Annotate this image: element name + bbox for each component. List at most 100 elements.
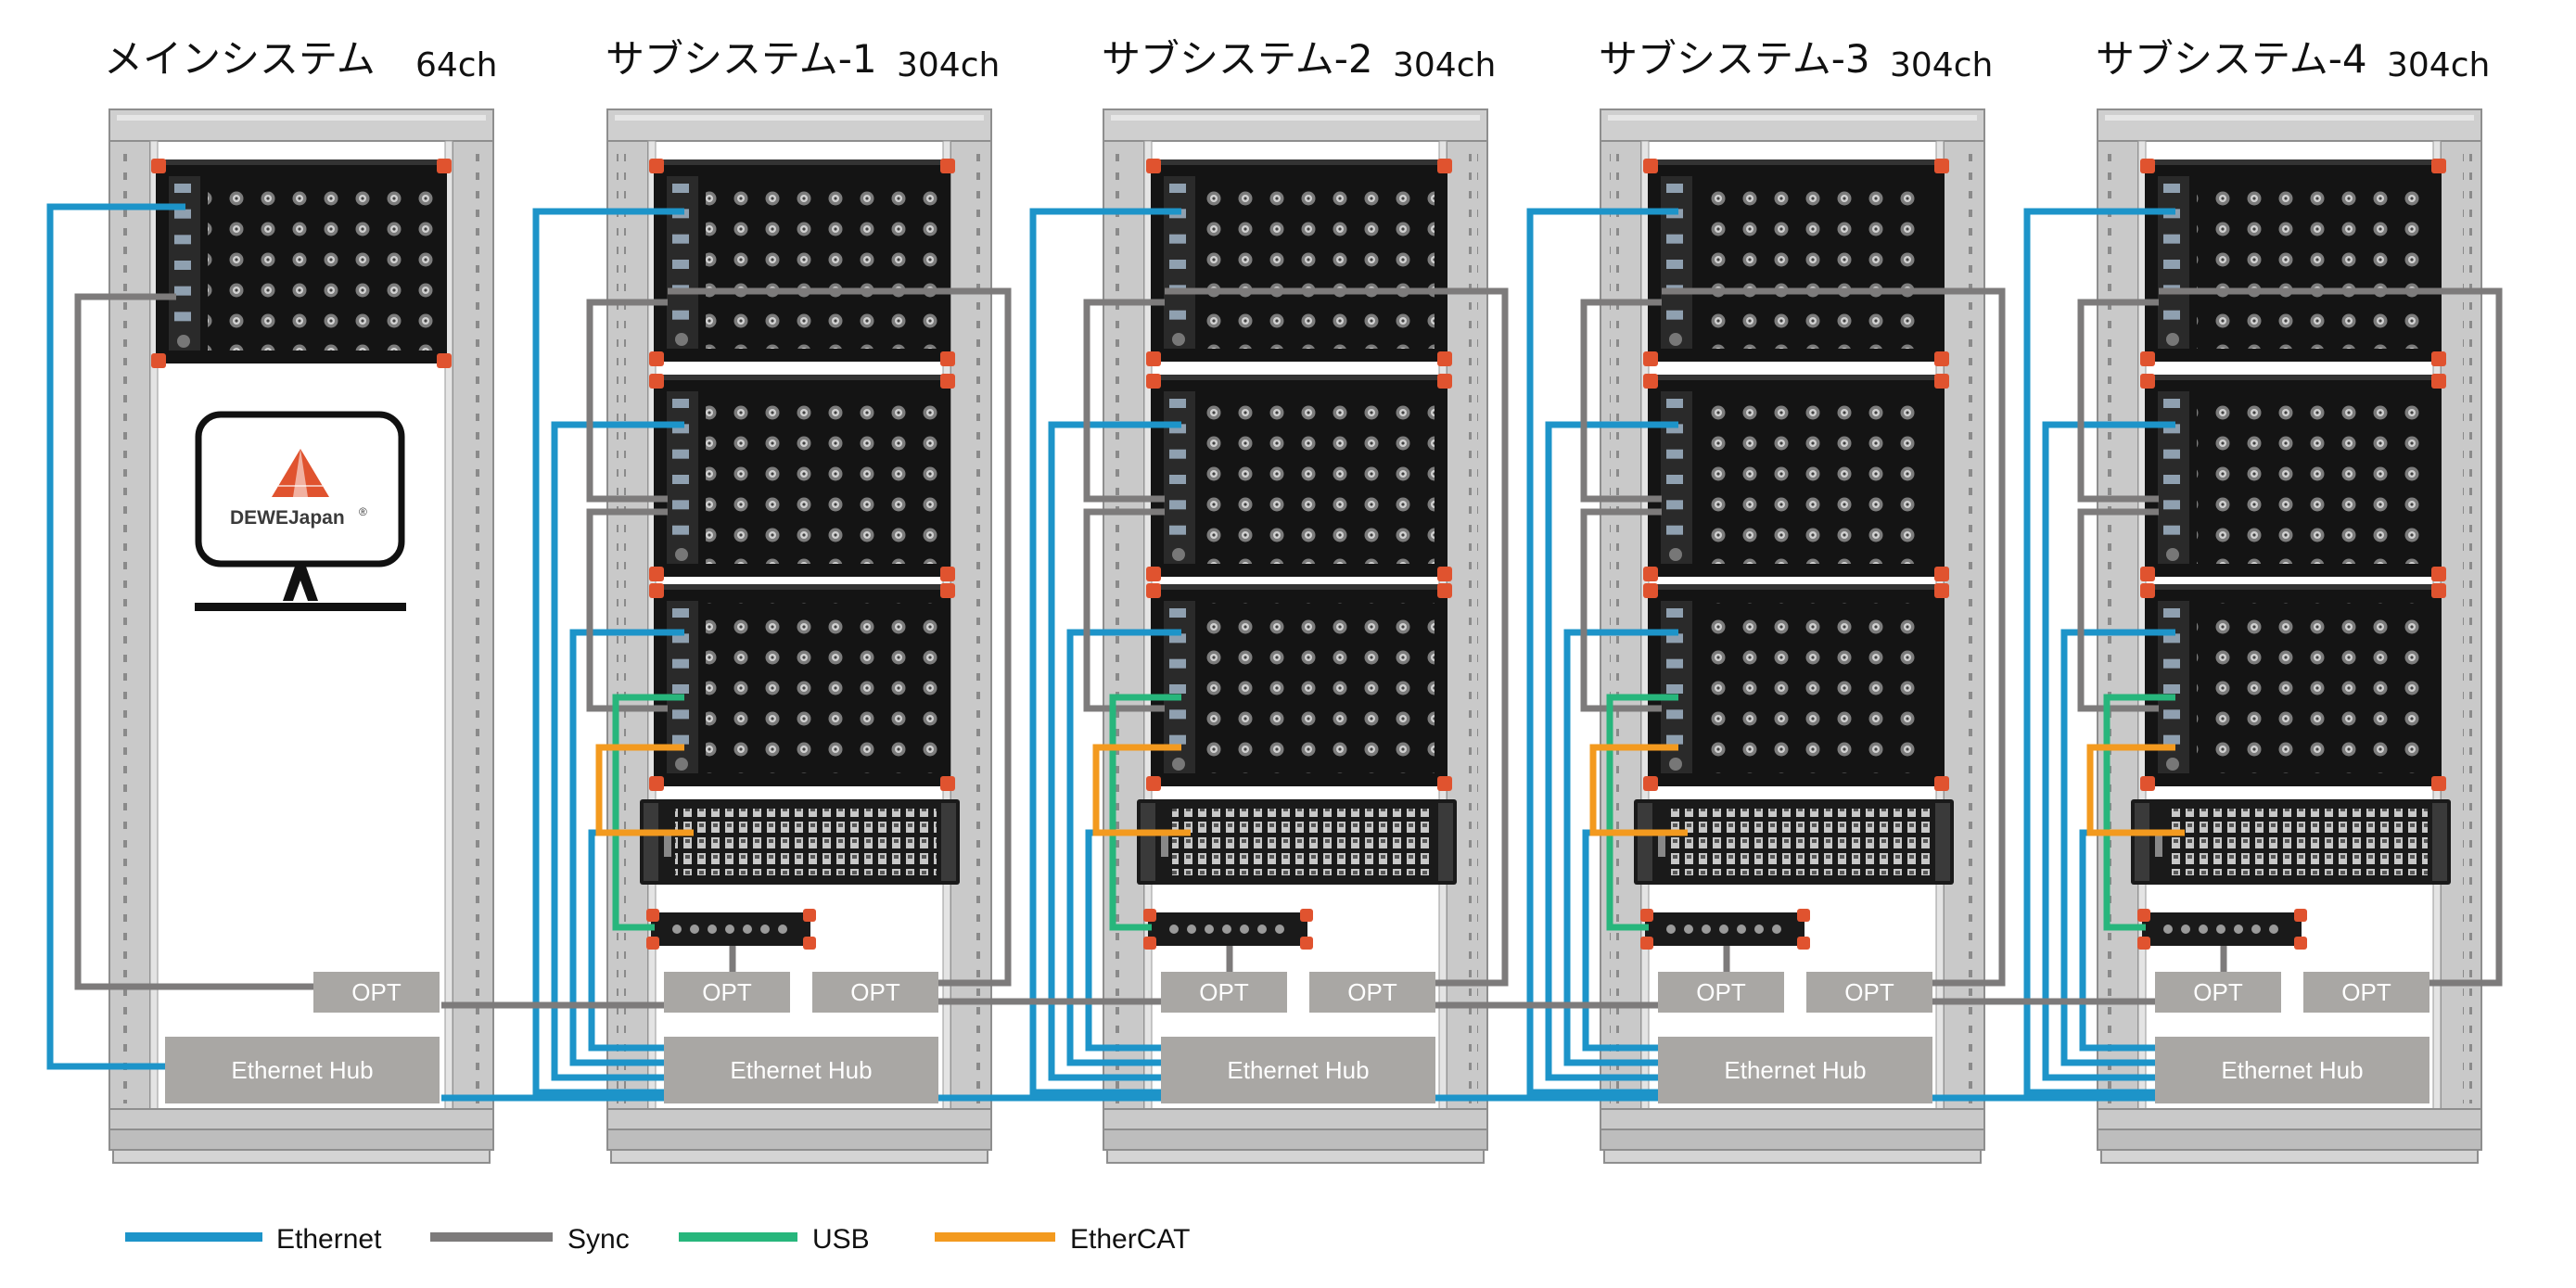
legend-swatch-usb [679, 1232, 797, 1242]
module-port [1169, 734, 1186, 745]
rack-channels: 304ch [1890, 46, 1993, 84]
hub-label: Ethernet Hub [1227, 1056, 1369, 1084]
legend-item-ethercat: EtherCAT [935, 1224, 1190, 1255]
bar-connector [725, 925, 734, 934]
rack-base-1 [606, 1108, 992, 1130]
sub3-daq-module-3 [1643, 583, 1949, 791]
bar-connector [1205, 925, 1214, 934]
bar-connector [2234, 925, 2243, 934]
module-connectors [706, 603, 937, 773]
module-port [1169, 608, 1186, 618]
module-corner [1437, 159, 1452, 173]
chassis-ear-right [941, 803, 956, 881]
module-port [2163, 234, 2180, 244]
module-power-button [177, 335, 190, 348]
legend-item-usb: USB [679, 1224, 870, 1255]
module-top-vent [1657, 159, 1935, 165]
module-power-button [2166, 333, 2179, 346]
module-port [1169, 260, 1186, 269]
module-port [2163, 525, 2180, 535]
bar-corner [646, 937, 659, 950]
module-port [1666, 658, 1683, 669]
sub2-sync-out [1165, 287, 1509, 987]
module-corner [649, 776, 664, 791]
brand-name: DEWEJapan [230, 507, 345, 529]
sub4-ethernet-3 [2060, 629, 2175, 1066]
rack-top-cap [606, 108, 992, 142]
rack-post-left [1600, 140, 1642, 1114]
sub2-sync-loop-1 [1083, 299, 1165, 503]
bar-connector [2269, 925, 2278, 934]
module-corner [2140, 374, 2155, 389]
module-port [672, 260, 689, 269]
bar-connector [2181, 925, 2190, 934]
module-port [1666, 184, 1683, 193]
rack-channels: 64ch [415, 46, 497, 84]
sub3-usb [1606, 694, 1678, 931]
module-port [1169, 475, 1186, 484]
module-top-vent [2154, 159, 2432, 165]
module-port [1666, 500, 1683, 510]
bar-connector [778, 925, 787, 934]
bar-corner [2294, 937, 2307, 950]
module-port [672, 310, 689, 320]
module-corner [940, 583, 955, 598]
bar-corner [1300, 909, 1313, 922]
module-corner [1146, 583, 1161, 598]
module-connectors [2197, 393, 2429, 564]
module-connectors [208, 178, 434, 351]
module-corner [940, 776, 955, 791]
chassis-ear-right [2432, 803, 2447, 881]
opt-label: OPT [2193, 978, 2243, 1006]
rack-base-2 [1600, 1129, 1985, 1151]
module-corner [1934, 583, 1949, 598]
hub-label: Ethernet Hub [2221, 1056, 2363, 1084]
sub2-ethernet-hub-box: Ethernet Hub [1161, 1037, 1435, 1103]
rack-post-left [606, 140, 649, 1114]
rack-title: サブシステム-1 [606, 36, 877, 82]
module-corner [2140, 583, 2155, 598]
legend-swatch-sync [430, 1232, 553, 1242]
opt-label: OPT [850, 978, 900, 1006]
legend-label-ethernet: Ethernet [276, 1224, 382, 1255]
sub1-ethercat [595, 744, 694, 836]
module-port [174, 261, 191, 270]
module-top-vent [1657, 375, 1935, 380]
bar-connector [1719, 925, 1728, 934]
module-corner [1437, 776, 1452, 791]
module-port [2163, 184, 2180, 193]
module-port [672, 234, 689, 244]
rack-base-3 [1106, 1149, 1485, 1164]
module-corner [649, 567, 664, 581]
rack-title: メインシステム [104, 36, 376, 82]
module-corner [2140, 776, 2155, 791]
sub3-opt-box-1: OPT [1658, 972, 1784, 1013]
sub2-daq-module-3 [1146, 583, 1452, 791]
module-port [2163, 658, 2180, 669]
rack-top-cap [1103, 108, 1488, 142]
opt-label: OPT [1844, 978, 1894, 1006]
bar-connector [672, 925, 682, 934]
rack-holes-right [1469, 148, 1478, 1103]
sub3-opt-box-1-bg [1658, 972, 1784, 1013]
main-ethernet-hub-box: Ethernet Hub [165, 1037, 440, 1103]
module-corner [1437, 567, 1452, 581]
module-top-vent [2154, 375, 2432, 380]
module-port [2163, 684, 2180, 694]
bar-corner [1143, 909, 1156, 922]
brand-registered-mark: ® [359, 505, 367, 518]
sub4-usb [2103, 694, 2175, 931]
module-corner [1643, 567, 1658, 581]
rack-base-1 [2097, 1108, 2482, 1130]
module-port [2163, 500, 2180, 510]
monitor-stand [283, 567, 318, 601]
module-connectors [706, 393, 937, 564]
module-corner [437, 159, 452, 173]
module-corner [151, 353, 166, 368]
sub2-ethernet-2 [1048, 421, 1181, 1081]
module-corner [2140, 159, 2155, 173]
